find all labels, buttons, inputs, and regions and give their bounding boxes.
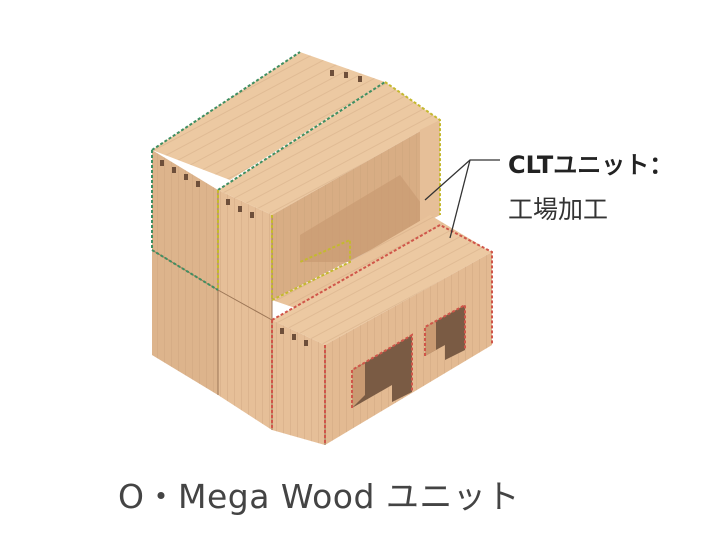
unit-edge-green — [151, 51, 386, 291]
lower-left-box — [152, 250, 272, 430]
callout-title: CLTユニット： — [508, 151, 674, 179]
joint-notches — [160, 70, 362, 346]
upper-left-box — [152, 52, 385, 320]
callout-leader — [424, 159, 500, 239]
figure-caption: O・Mega Wood ユニット — [118, 477, 520, 516]
unit-edge-red — [271, 223, 493, 445]
callout-subtitle: 工場加工 — [508, 195, 609, 224]
unit-edge-yellow — [217, 81, 441, 302]
lower-right-box — [272, 225, 492, 445]
